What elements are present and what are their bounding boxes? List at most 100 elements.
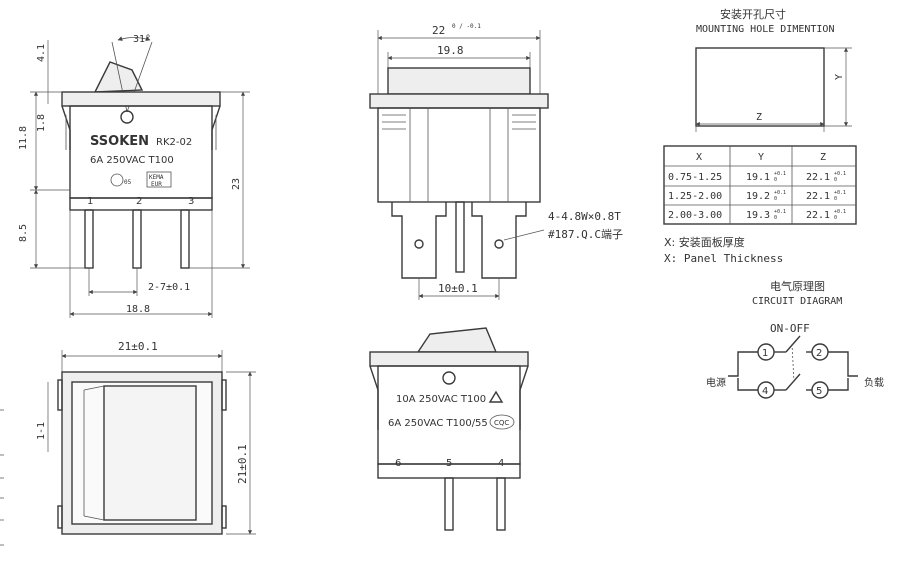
table-cell: 1.25-2.00 — [668, 191, 722, 202]
switch-body — [69, 105, 213, 199]
terminal — [444, 477, 454, 531]
svg-text:+0.1: +0.1 — [774, 209, 786, 215]
svg-text:+0.1: +0.1 — [774, 171, 786, 177]
table-cell: 19.1 — [746, 172, 770, 183]
dim-top: 4.1 — [36, 44, 47, 62]
angle-label: 31° — [133, 34, 151, 45]
label-y: Y — [834, 74, 845, 80]
circuit-diagram-section: 电气原理图 CIRCUIT DIAGRAM ON-OFF 1 2 4 5 电源 … — [706, 279, 884, 399]
svg-text:0: 0 — [834, 215, 837, 221]
rating-line-2: 6A 250VAC T100/55 — [388, 418, 488, 429]
cert-left-text: 05 — [124, 179, 132, 186]
height-label: 21±0.1 — [236, 444, 249, 484]
pin-number: 3 — [188, 196, 194, 207]
terminal — [180, 209, 190, 269]
table-header: Z — [820, 152, 826, 163]
rocker-actuator — [93, 61, 144, 93]
bezel — [61, 91, 221, 107]
rating-line-1: 10A 250VAC T100 — [396, 394, 486, 405]
front-view-top-middle: 22 0 / -0.1 19.8 4-4.8W×0.8T #187.Q.C端子 — [369, 23, 623, 300]
brand-label: SSOKEN — [90, 134, 149, 149]
table-header: X — [696, 152, 702, 163]
circuit-title-cn: 电气原理图 — [770, 279, 825, 293]
table-cell: 0.75-1.25 — [668, 172, 722, 183]
terminal-note-1: 4-4.8W×0.8T — [548, 210, 621, 223]
note-en: X: Panel Thickness — [664, 252, 783, 265]
svg-text:4: 4 — [762, 386, 768, 397]
svg-text:0: 0 — [774, 177, 777, 183]
dim-mid: 1.8 — [36, 114, 47, 132]
svg-text:1: 1 — [762, 348, 768, 359]
table-cell: 2.00-3.00 — [668, 210, 722, 221]
pitch-label: 2-7±0.1 — [148, 282, 190, 293]
table-header: Y — [758, 152, 764, 163]
outer-width-label: 22 — [432, 24, 445, 37]
rocker-actuator — [416, 327, 498, 353]
table-cell: 22.1 — [806, 191, 830, 202]
width-label: 21±0.1 — [118, 340, 158, 353]
rocker-face — [103, 385, 197, 521]
pin-number: 2 — [136, 196, 142, 207]
table-cell: 19.2 — [746, 191, 770, 202]
svg-text:0: 0 — [774, 196, 777, 202]
label-z: Z — [756, 112, 762, 123]
cert-right-text-1: KEMA — [149, 174, 164, 181]
pivot-circle — [442, 371, 456, 385]
table-cell: 22.1 — [806, 210, 830, 221]
switch-label: ON-OFF — [770, 322, 810, 335]
pin-number: 4 — [498, 458, 504, 469]
svg-text:+0.1: +0.1 — [834, 190, 846, 196]
mounting-title-en: MOUNTING HOLE DIMENTION — [696, 24, 834, 35]
cert-mark-right-icon — [146, 171, 172, 188]
pitch-label: 10±0.1 — [438, 282, 478, 295]
load-label: 负载 — [864, 376, 884, 389]
pin-number: 1 — [87, 196, 93, 207]
svg-text:5: 5 — [816, 386, 822, 397]
mounting-hole-section: 安装开孔尺寸 MOUNTING HOLE DIMENTION Y Z X Y Z… — [663, 7, 857, 265]
bezel — [369, 351, 529, 367]
bezel — [369, 93, 549, 109]
mounting-title-cn: 安装开孔尺寸 — [720, 7, 786, 21]
dim-lower: 8.5 — [18, 224, 29, 242]
cqc-mark-text: CQC — [494, 419, 509, 427]
model-label: RK2-02 — [156, 137, 192, 148]
dim-left: 11.8 — [18, 126, 29, 150]
pivot-circle — [120, 110, 134, 124]
cert-mark-left-icon — [110, 173, 124, 187]
top-view-bottom-left: 21±0.1 1-1 21±0.1 — [0, 340, 256, 546]
svg-text:2: 2 — [816, 348, 822, 359]
pin-number: 5 — [446, 458, 452, 469]
side-view-bottom-middle: 10A 250VAC T100 6A 250VAC T100/55 CQC 6 … — [369, 327, 529, 531]
terminal-note-2: #187.Q.C端子 — [548, 228, 623, 241]
circuit-title-en: CIRCUIT DIAGRAM — [752, 296, 842, 307]
outer-width-tol: 0 / -0.1 — [452, 23, 481, 30]
svg-text:+0.1: +0.1 — [774, 190, 786, 196]
triangle-mark-icon — [488, 390, 504, 403]
source-label: 电源 — [706, 376, 726, 389]
pin-number: 6 — [395, 458, 401, 469]
svg-text:0: 0 — [834, 196, 837, 202]
width-label: 18.8 — [126, 304, 150, 315]
note-cn: X: 安装面板厚度 — [664, 235, 745, 249]
svg-text:+0.1: +0.1 — [834, 209, 846, 215]
terminal-hole — [414, 239, 424, 249]
terminal-hole — [494, 239, 504, 249]
table-cell: 19.3 — [746, 210, 770, 221]
table-cell: 22.1 — [806, 172, 830, 183]
side-view-top-left: 31° SSOKEN RK2-02 6A 250VAC T100 05 KEMA… — [18, 34, 250, 318]
svg-text:0: 0 — [834, 177, 837, 183]
terminal — [496, 477, 506, 531]
terminal — [132, 209, 142, 269]
cqc-mark-icon — [489, 414, 515, 430]
cert-right-text-2: EUR — [151, 181, 162, 188]
svg-text:0: 0 — [774, 215, 777, 221]
side-dim: 1-1 — [36, 422, 47, 440]
rating-label: 6A 250VAC T100 — [90, 155, 174, 166]
svg-text:+0.1: +0.1 — [834, 171, 846, 177]
terminal — [84, 209, 94, 269]
inner-width-label: 19.8 — [437, 44, 464, 57]
rocker-top — [387, 67, 531, 95]
mounting-table: X Y Z 0.75-1.25 19.1 +0.1 0 22.1 +0.1 0 … — [663, 145, 857, 225]
dim-right: 23 — [231, 178, 242, 190]
